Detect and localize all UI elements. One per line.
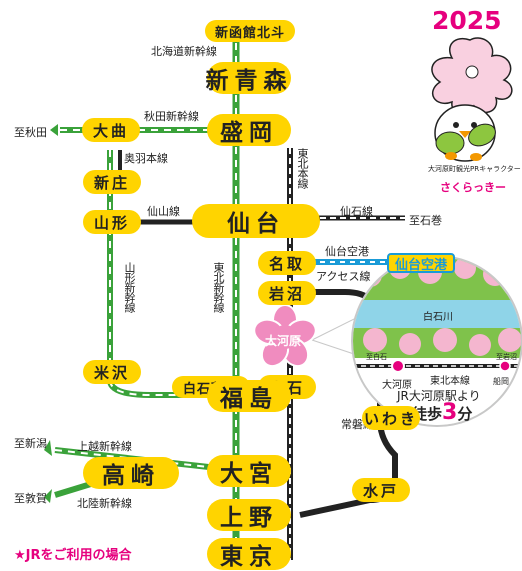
line-airport-access-2: アクセス線 [316, 270, 371, 283]
ogawara-inset-map [310, 255, 522, 427]
station-iwanuma[interactable]: 岩沼 [258, 281, 316, 305]
station-omagari[interactable]: 大曲 [82, 118, 140, 142]
year-title: 2025 [432, 6, 502, 35]
station-mito[interactable]: 水戸 [352, 478, 410, 502]
station-shin-hakodate[interactable]: 新函館北斗 [205, 20, 295, 42]
inset-river: 白石川 [423, 312, 453, 323]
station-yamagata[interactable]: 山形 [83, 210, 141, 234]
inset-from-station: JR大河原駅より [397, 389, 481, 403]
inset-walk-unit: 分 [457, 405, 473, 423]
inset-walk-time: 徒歩3分 [412, 400, 472, 425]
inset-to-iwanuma: 至岩沼 [496, 353, 517, 361]
inset-funaoka: 船岡 [493, 377, 509, 386]
station-takasaki[interactable]: 高崎 [83, 457, 179, 489]
inset-line: 東北本線 [430, 376, 470, 387]
line-hokuriku-shinkansen: 北陸新幹線 [77, 497, 132, 510]
line-joetsu-shinkansen: 上越新幹線 [77, 440, 132, 453]
inset-to-shiroishi: 至白石 [366, 353, 387, 361]
ogawara-sakura-marker [253, 304, 317, 368]
dest-akita: 至秋田 [14, 126, 47, 139]
station-shin-aomori[interactable]: 新青森 [206, 62, 291, 94]
sakurakkii-mascot [431, 37, 513, 162]
inset-walk-num: 3 [442, 400, 458, 425]
line-ou: 奥羽本線 [124, 152, 168, 165]
station-natori[interactable]: 名取 [258, 251, 316, 275]
dest-ishinomaki: 至石巻 [409, 214, 442, 227]
line-tohoku-main-north: 東北本線 [296, 148, 309, 188]
station-sendai[interactable]: 仙台 [192, 204, 320, 238]
line-akita-shinkansen: 秋田新幹線 [144, 110, 199, 123]
station-ueno[interactable]: 上野 [207, 499, 291, 531]
line-senzan: 仙山線 [147, 205, 180, 218]
usage-note: ★JRをご利用の場合 [14, 548, 132, 563]
line-hokkaido-shinkansen: 北海道新幹線 [151, 45, 217, 58]
station-yonezawa[interactable]: 米沢 [83, 360, 141, 384]
station-iwaki[interactable]: いわき [362, 406, 420, 430]
station-sendai-airport[interactable]: 仙台空港 [387, 253, 455, 273]
inset-station: 大河原 [382, 380, 412, 391]
mascot-caption: 大河原町観光PRキャラクター [428, 165, 521, 173]
mascot-name: さくらっきー [440, 181, 506, 194]
station-tokyo[interactable]: 東京 [207, 538, 291, 570]
line-airport-access-1: 仙台空港 [325, 245, 369, 258]
dest-tsuruga: 至敦賀 [14, 492, 47, 505]
line-senseki: 仙石線 [340, 205, 373, 218]
line-tohoku-shinkansen: 東北新幹線 [212, 262, 225, 312]
station-omiya[interactable]: 大宮 [207, 455, 291, 487]
dest-niigata: 至新潟 [14, 437, 47, 450]
station-shinjo[interactable]: 新庄 [83, 170, 141, 194]
station-ogawara-label[interactable]: 大河原 [265, 334, 302, 348]
station-morioka[interactable]: 盛岡 [207, 114, 291, 146]
line-yamagata-shinkansen: 山形新幹線 [123, 262, 136, 312]
station-fukushima[interactable]: 福島 [207, 380, 291, 412]
